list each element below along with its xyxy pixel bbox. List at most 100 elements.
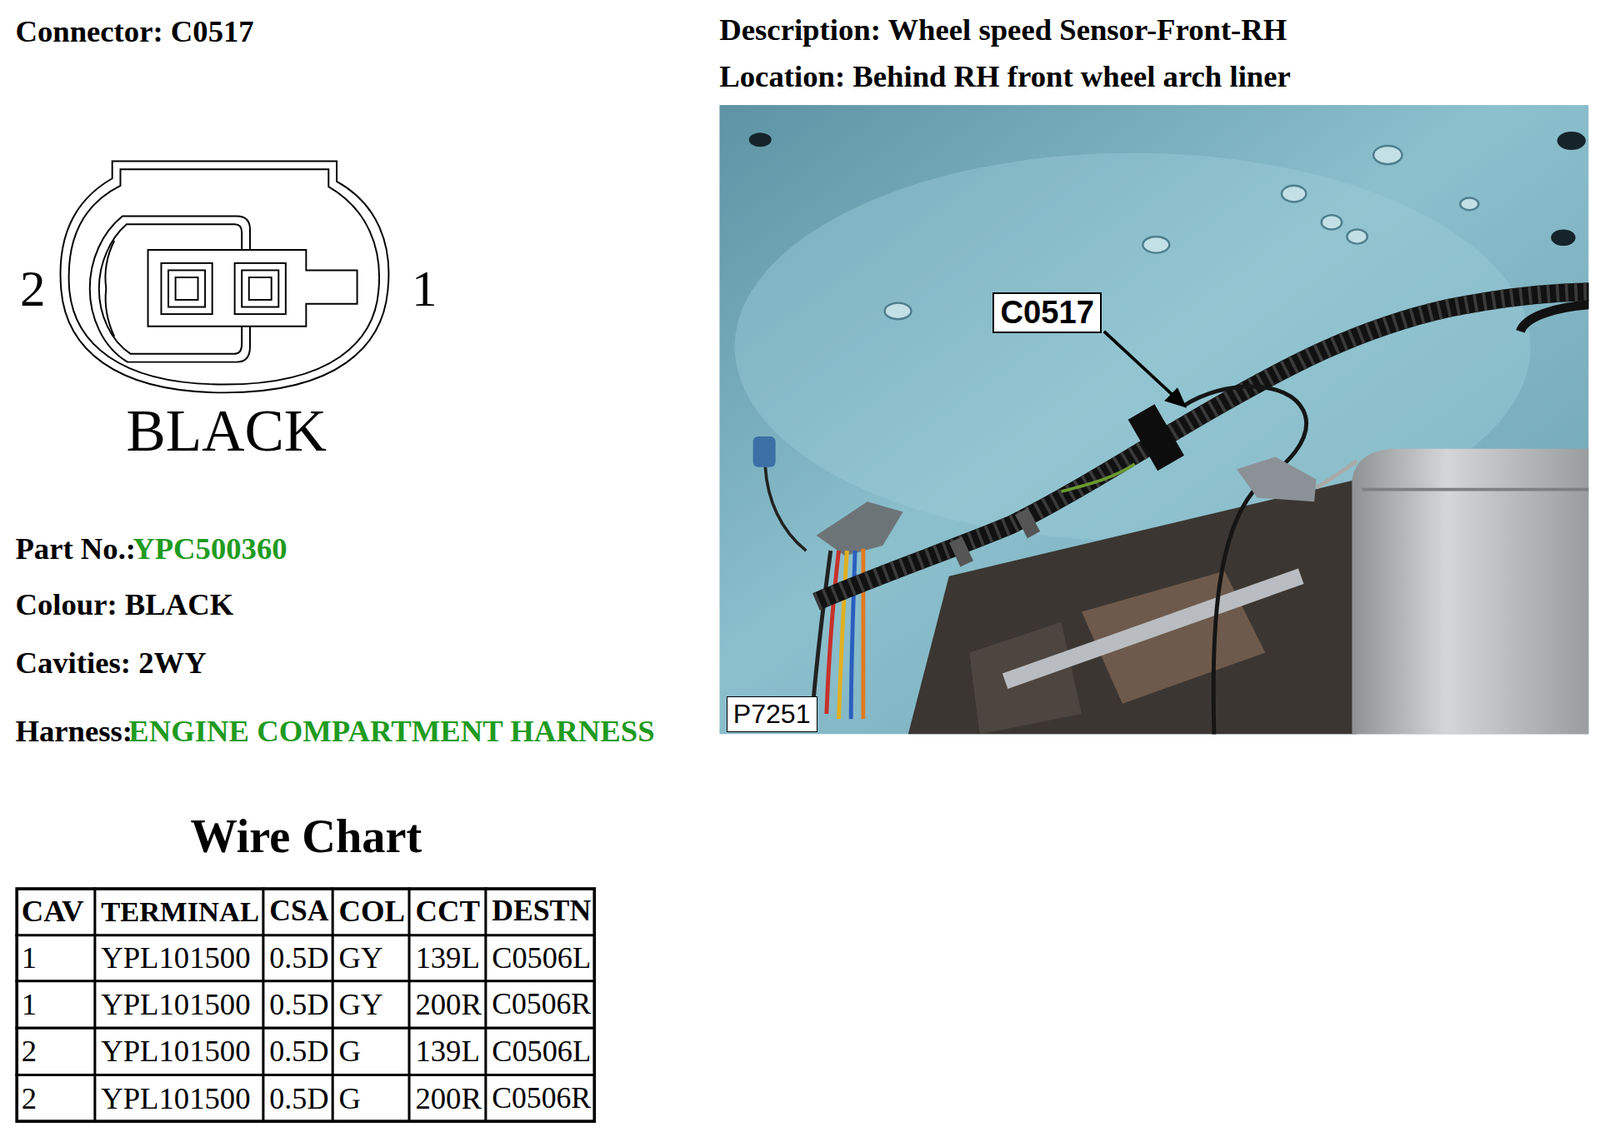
connector-outline [60,160,390,393]
leader-line [1104,331,1174,396]
harness [1520,304,1589,332]
grommet [816,501,904,556]
connector-colour: BLACK [125,400,327,460]
table-cell: 1 [21,943,37,975]
terminal-cavity [249,277,272,300]
connector-face [60,160,390,393]
table-rule [15,1074,595,1077]
table-cell: YPL101500 [100,1083,250,1115]
callout-text: C0517 [1000,296,1095,329]
photo [719,105,1589,735]
panel-dimple [1460,198,1479,211]
table-cell: C0506L [491,1036,591,1067]
harness-name: ENGINE COMPARTMENT HARNESS [128,716,655,748]
table-cell: 2 [21,1036,37,1068]
table-rule [93,887,96,1123]
table-header: CSA [269,896,329,927]
sensor-connector [1128,404,1185,471]
table-cell: YPL101500 [100,990,250,1021]
loom-wires [812,549,864,720]
table-cell: G [339,1083,362,1115]
panel-dimple [1142,236,1170,254]
callout-text: P7251 [733,700,811,728]
hose-bracket [1236,456,1317,502]
pin-number: 2 [20,263,46,315]
panel-dimple [885,303,912,320]
table-header: DESTN [491,896,591,927]
terminal-cavity [168,270,205,307]
wire [765,467,806,551]
terminal-cavity [241,270,279,307]
air-filter [1351,449,1589,735]
harness [816,291,1590,602]
connector-latch [105,240,115,337]
table-cell: C0506R [491,1084,591,1115]
field-label: Harness: [15,716,133,748]
green-wire [1060,464,1135,492]
table-rule [15,934,595,937]
table-rule [15,980,595,983]
connector-id: Connector: C0517 [15,16,254,48]
table-cell: 1 [21,990,37,1021]
photo-ground [719,105,1589,735]
panel-dimple [1373,145,1402,165]
table-header: TERMINAL [100,897,260,927]
field-label: Part No.: [15,533,136,565]
sensor-cable [1183,386,1306,735]
panel-hole [749,132,772,147]
panel-hole [1557,131,1586,150]
wire [839,550,848,720]
location: Location: Behind RH front wheel arch lin… [719,60,1291,92]
table-cell: 139L [415,943,480,975]
table-cell: C0506L [491,943,591,974]
table-rule [331,887,335,1123]
steel-bar [1005,576,1301,682]
panel-dimple [1281,185,1306,203]
terminal-cavity [160,263,212,315]
table-border [16,889,595,1122]
table-cell: YPL101500 [100,1036,250,1068]
table-cell: 0.5D [269,1036,329,1067]
engine-bay [908,479,1358,735]
table-cell: GY [339,943,384,975]
table-cell: 200R [415,990,482,1021]
table-header: CAV [21,896,85,928]
blue-connector [753,436,776,468]
cavities-field: Cavities: 2WY [15,648,206,680]
panel-dimple [1346,229,1367,244]
table-cell: 139L [415,1036,480,1068]
part-number: YPC500360 [132,533,287,565]
panel-dimples [885,145,1480,320]
table-cell: YPL101500 [100,943,250,975]
harness-clip [1015,508,1040,539]
table-title: Wire Chart [190,813,422,860]
terminal-cavity [175,277,199,300]
terminal-block [148,250,358,327]
table-cell: 2 [21,1083,37,1115]
table-header: COL [339,896,406,928]
arrow-head [1164,387,1187,408]
pin-number: 1 [411,263,438,315]
table-cell: 0.5D [269,990,329,1020]
terminal-cavity [235,263,286,315]
table-header: CCT [415,896,480,928]
table-rule [407,887,410,1123]
table-rule [484,887,487,1123]
table-cell: 200R [415,1083,482,1115]
colour-field: Colour: BLACK [15,590,234,621]
harness [816,291,1590,602]
table-rule [15,1027,595,1030]
wire [812,550,831,715]
table-cell: 0.5D [269,943,329,974]
callout-box: C0517 [992,292,1102,334]
table-cell: 0.5D [269,1084,329,1115]
description: Description: Wheel speed Sensor-Front-RH [719,14,1287,45]
table-cell: GY [339,990,384,1021]
brake-pipe [1316,460,1358,488]
wire-chart-grid [15,887,595,1123]
harness-clip [949,536,974,567]
air-filter [1362,488,1590,492]
table-cell: G [339,1036,362,1068]
panel-hole [1550,229,1575,246]
panel-dimple [1321,215,1342,230]
